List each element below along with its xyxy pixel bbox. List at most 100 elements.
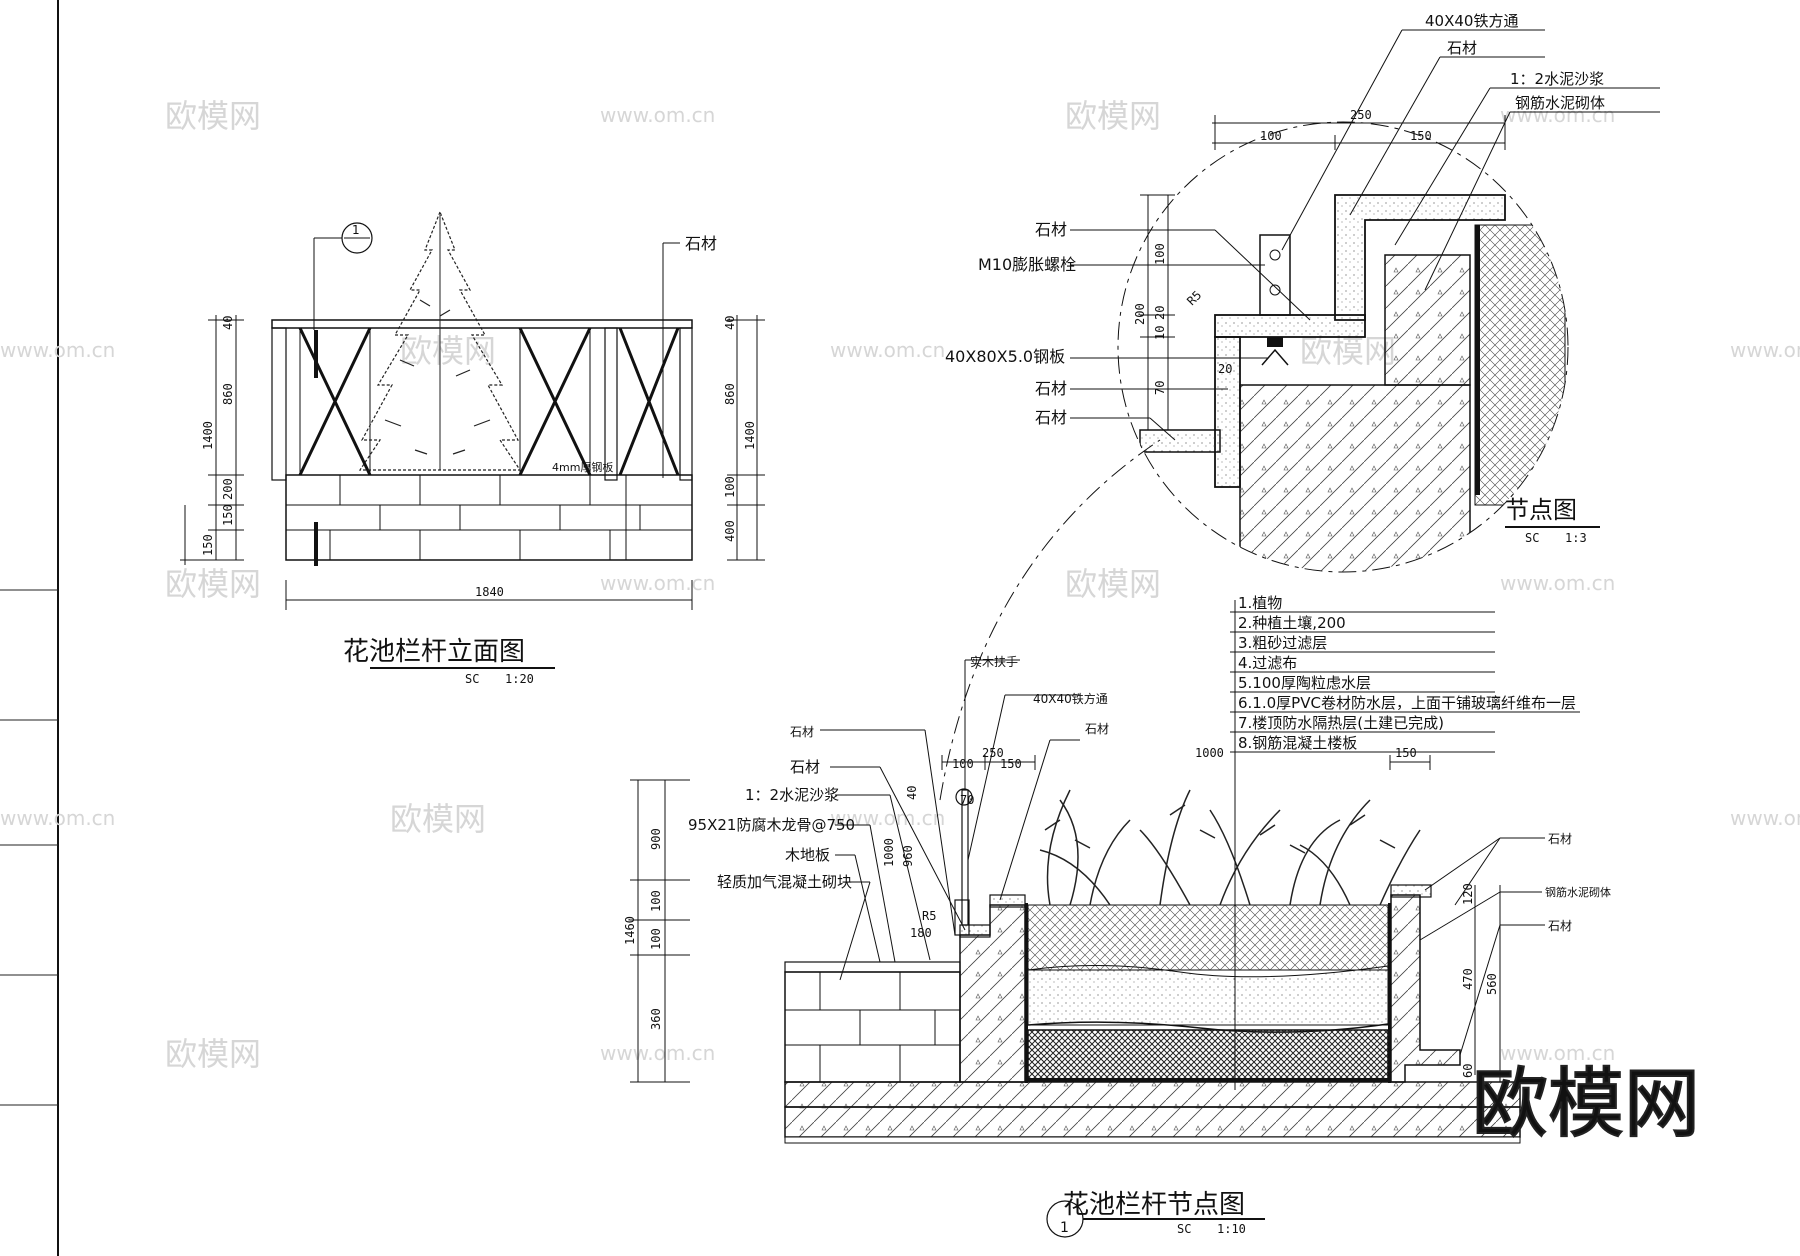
node-label-left: 石材 (1035, 408, 1067, 427)
watermark-url: www.om.cn (1500, 571, 1615, 595)
sand-filter (1027, 964, 1389, 1026)
section-dim: 40 (905, 786, 919, 800)
layer-note: 4.过滤布 (1238, 654, 1297, 672)
label-stone: 石材 (685, 234, 717, 253)
watermark-big: 欧模网 (1472, 1059, 1700, 1148)
watermark-url: www.om.cn (1500, 103, 1615, 127)
watermark-url: www.om.cn (830, 338, 945, 362)
section-label-handrail: 实木扶手 (970, 654, 1018, 669)
layer-note: 5.100厚陶粒虑水层 (1238, 674, 1371, 692)
planter-wall (285, 474, 693, 561)
ceramsite-drain (1027, 1029, 1389, 1081)
section-view: 1.植物 2.种植土壤,200 3.粗砂过滤层 4.过滤布 5.100厚陶粒虑水… (623, 594, 1611, 1238)
node-title: 节点图 (1505, 496, 1577, 524)
railing-post (271, 327, 287, 481)
title-block (0, 589, 58, 1106)
layer-note: 3.粗砂过滤层 (1238, 634, 1327, 652)
watermark-brand: 欧模网 (165, 97, 261, 135)
section-dim: 1460 (623, 916, 637, 945)
node-dim: 150 (1410, 129, 1432, 143)
planter-right-wall (1390, 894, 1461, 1083)
section-title: 花池栏杆节点图 (1063, 1190, 1245, 1220)
railing-post (604, 327, 618, 481)
node-dim: 70 (1153, 381, 1167, 395)
dim-elev-right: 400 (723, 520, 737, 542)
node-dim: 100 (1260, 129, 1282, 143)
watermark-brand: 欧模网 (1065, 97, 1161, 135)
watermark-url: www.om.cn (600, 103, 715, 127)
section-dim: 150 (1395, 746, 1417, 760)
watermark-url: www.om.cn (1730, 338, 1800, 362)
detail-ref-number: 1 (352, 223, 360, 237)
section-dim: 100 (649, 928, 663, 950)
section-label-left: 石材 (790, 758, 820, 776)
section-dim: R5 (922, 909, 936, 923)
section-dim: 560 (1485, 973, 1499, 995)
dim-elev-left: 150 (221, 504, 235, 526)
section-dim: 1000 (1195, 746, 1224, 760)
node-dim: 10 (1153, 326, 1167, 340)
watermark-url: www.om.cn (1500, 1041, 1615, 1065)
node-dim: R5 (1184, 288, 1204, 308)
watermark-brand: 欧模网 (400, 332, 496, 370)
watermark-url: www.om.cn (600, 1041, 715, 1065)
label-steel-plate: 4mm厚钢板 (552, 460, 613, 474)
watermark-url: www.om.cn (0, 806, 115, 830)
concrete-slab (784, 1081, 1521, 1108)
node-label-left: 40X80X5.0钢板 (945, 347, 1065, 366)
dim-elev-right: 100 (723, 476, 737, 498)
x-brace (518, 327, 592, 476)
elevation-scale: 1:20 (505, 672, 534, 686)
handrail (271, 319, 693, 329)
watermarks: 欧模网 www.om.cn 欧模网 www.om.cn www.om.cn 欧模… (0, 97, 1800, 1073)
x-brace (298, 327, 372, 476)
watermark-url: www.om.cn (600, 571, 715, 595)
section-dim: 360 (649, 1008, 663, 1030)
x-brace (618, 327, 680, 476)
node-label-left: M10膨胀螺栓 (978, 255, 1076, 274)
dim-elev-left: 150 (201, 534, 215, 556)
elevation-scale-prefix: SC (465, 672, 479, 686)
section-dim: 100 (649, 890, 663, 912)
section-label-left: 轻质加气混凝土砌块 (717, 873, 852, 891)
elevation-title: 花池栏杆立面图 (343, 637, 525, 667)
watermark-brand: 欧模网 (165, 565, 261, 603)
node-label-top: 1：2水泥沙浆 (1510, 70, 1604, 88)
layer-note: 1.植物 (1238, 594, 1282, 612)
node-detail-view: 250 100 150 200 100 R5 10 20 20 70 40X40… (945, 12, 1660, 573)
watermark-url: www.om.cn (830, 806, 945, 830)
section-label-right: 钢筋水泥砌体 (1545, 885, 1611, 899)
section-dim: 960 (901, 845, 915, 867)
watermark-brand: 欧模网 (1065, 565, 1161, 603)
section-label-left: 1：2水泥沙浆 (745, 786, 839, 804)
dim-elev-left: 40 (221, 316, 235, 330)
section-dim: 120 (1461, 883, 1475, 905)
node-scale: 1:3 (1565, 531, 1587, 545)
section-dim: 900 (649, 828, 663, 850)
layer-note: 6.1.0厚PVC卷材防水层，上面干铺玻璃纤维布一层 (1238, 694, 1576, 712)
section-dim: 180 (910, 926, 932, 940)
elevation-view: 1 石材 4mm厚钢板 1400 860 200 150 150 40 1400… (180, 210, 765, 686)
dim-elev-right: 1400 (743, 421, 757, 450)
planting-soil (1027, 904, 1389, 971)
section-ref-number: 1 (1060, 1220, 1069, 1236)
watermark-brand: 欧模网 (165, 1035, 261, 1073)
section-dim: 150 (1000, 757, 1022, 771)
section-dim: 60 (1461, 1064, 1475, 1078)
dim-elev-right: 40 (723, 316, 737, 330)
roof-insulation (784, 1106, 1521, 1138)
node-dim: 100 (1153, 243, 1167, 265)
section-dim: 1000 (882, 838, 896, 867)
section-label-right: 石材 (1548, 832, 1572, 846)
wood-handrail (955, 788, 973, 806)
layer-note: 2.种植土壤,200 (1238, 614, 1346, 632)
section-scale-prefix: SC (1177, 1222, 1191, 1236)
section-dim: 100 (952, 757, 974, 771)
section-scale: 1:10 (1217, 1222, 1246, 1236)
section-label-stone-top: 石材 (1085, 722, 1109, 736)
node-dim: 200 (1133, 303, 1147, 325)
railing-post (679, 327, 693, 481)
section-dim: 70 (960, 793, 974, 807)
aac-block-wall (784, 971, 961, 1083)
